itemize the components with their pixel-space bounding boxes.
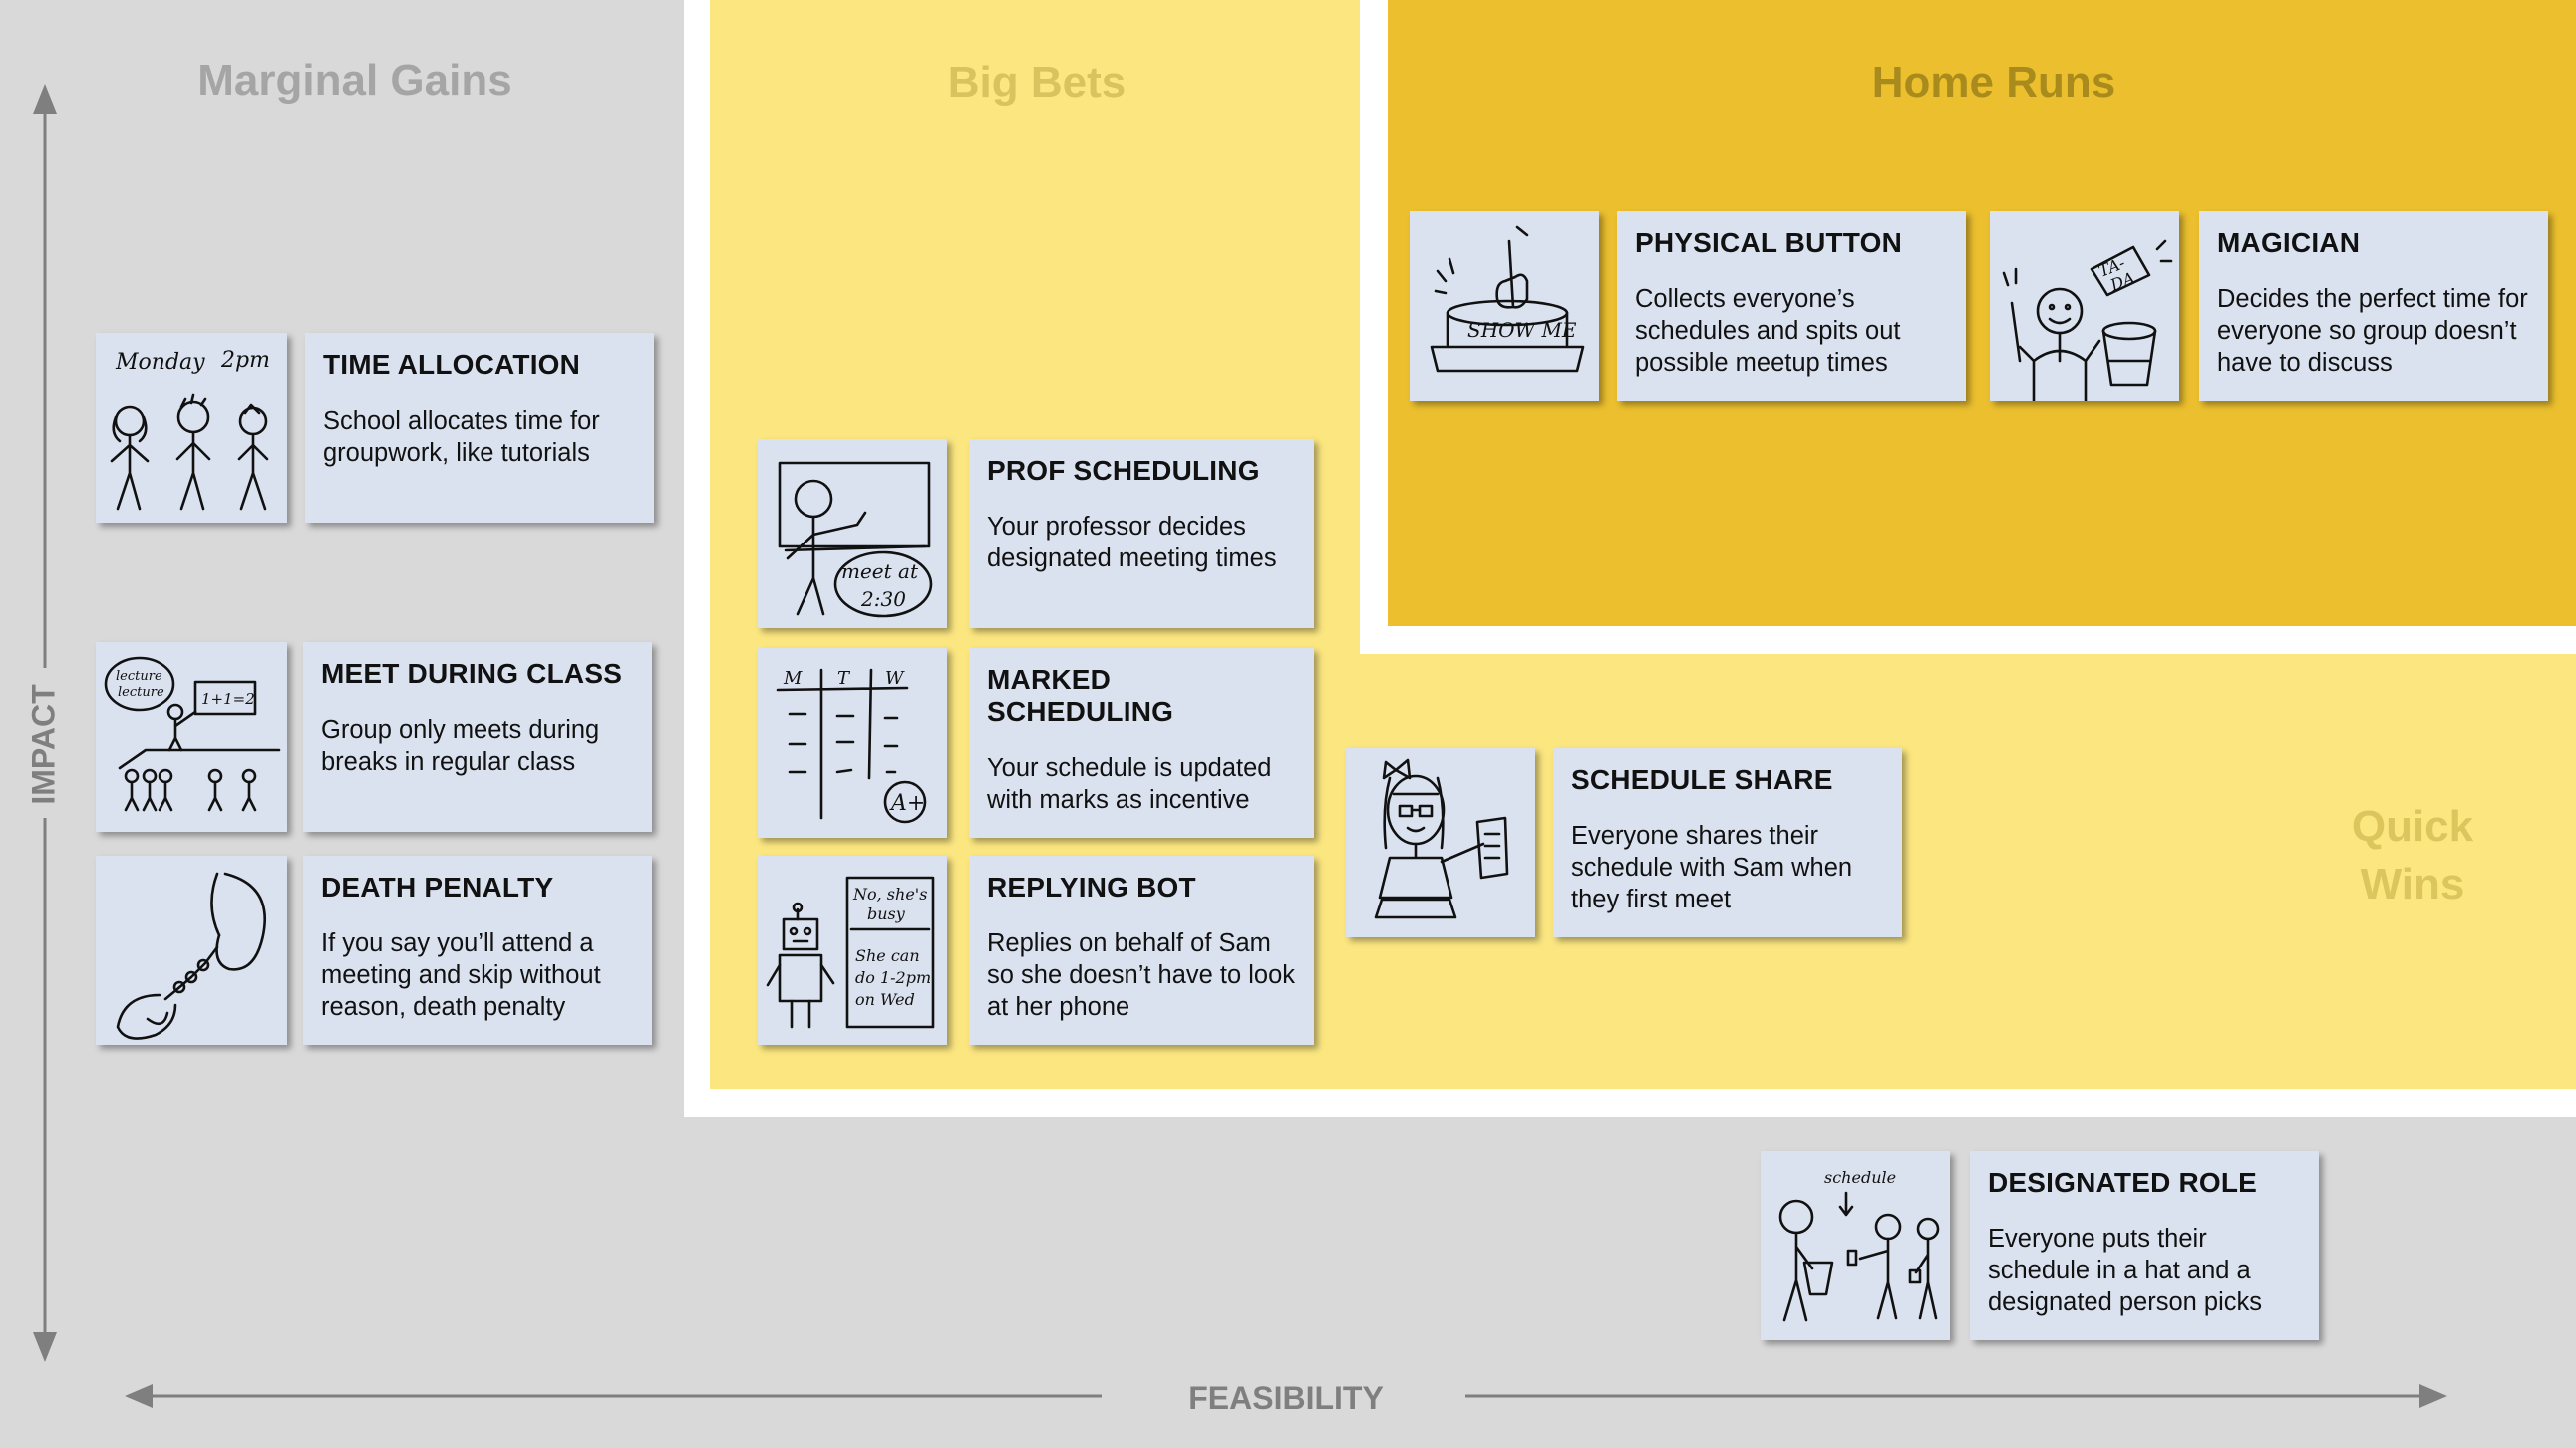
- sketch-text-reply-5: on Wed: [855, 990, 915, 1009]
- feasibility-arrow-right-icon: [2419, 1384, 2447, 1408]
- stick-figures-calendar-icon: Monday 2pm: [110, 348, 270, 511]
- death-penalty-card[interactable]: DEATH PENALTY If you say you’ll attend a…: [303, 856, 652, 1045]
- meet-during-class-sketch-card: lecture lecture 1+1=2: [96, 642, 287, 832]
- death-penalty-sketch-card: [96, 856, 287, 1045]
- replying-bot-title: REPLYING BOT: [987, 872, 1196, 903]
- sketch-text-wednesday-col: W: [885, 668, 905, 689]
- schedule-share-title: SCHEDULE SHARE: [1571, 764, 1833, 795]
- designated-role-sketch-card: schedule: [1761, 1151, 1950, 1340]
- designated-role-card[interactable]: DESIGNATED ROLE Everyone puts their sche…: [1970, 1151, 2319, 1340]
- prof-scheduling-card[interactable]: PROF SCHEDULING Your professor decides d…: [969, 439, 1314, 628]
- sketch-text-schedule: schedule: [1824, 1168, 1896, 1187]
- quick-wins-label: Quick Wins: [2351, 802, 2474, 908]
- sketch-text-lecture-1: lecture: [116, 669, 162, 684]
- impact-arrow-up-icon: [33, 84, 57, 114]
- impact-axis-label: IMPACT: [25, 684, 62, 805]
- meet-during-class-description: Group only meets during breaks in regula…: [321, 716, 600, 776]
- death-penalty-title: DEATH PENALTY: [321, 872, 554, 903]
- schedule-share-card[interactable]: SCHEDULE SHARE Everyone shares their sch…: [1553, 748, 1902, 937]
- designated-role-title: DESIGNATED ROLE: [1988, 1167, 2258, 1198]
- magician-description: Decides the perfect time for everyone so…: [2217, 285, 2528, 377]
- sketch-text-tuesday-col: T: [837, 668, 851, 689]
- hat-draw-icon: schedule: [1778, 1168, 1940, 1322]
- physical-button-description: Collects everyone’s schedules and spits …: [1635, 285, 1901, 377]
- sketch-text-time: 2pm: [220, 348, 270, 373]
- replying-bot-description: Replies on behalf of Sam so she doesn’t …: [987, 929, 1296, 1021]
- physical-button-card[interactable]: PHYSICAL BUTTON Collects everyone’s sche…: [1617, 211, 1966, 401]
- prof-scheduling-title: PROF SCHEDULING: [987, 455, 1260, 486]
- time-allocation-card[interactable]: TIME ALLOCATION School allocates time fo…: [305, 333, 654, 523]
- prof-scheduling-description: Your professor decides designated meetin…: [987, 513, 1277, 572]
- meet-during-class-card[interactable]: MEET DURING CLASS Group only meets durin…: [303, 642, 652, 832]
- sketch-text-reply-2: busy: [867, 905, 906, 923]
- prof-scheduling-sketch-card: meet at 2:30: [758, 439, 947, 628]
- replying-bot-card[interactable]: REPLYING BOT Replies on behalf of Sam so…: [969, 856, 1314, 1045]
- impact-axis: [33, 84, 57, 1362]
- meet-during-class-title: MEET DURING CLASS: [321, 658, 623, 689]
- impact-arrow-down-icon: [33, 1332, 57, 1362]
- sketch-text-meet-time: 2:30: [860, 587, 906, 611]
- robot-message-icon: No, she's busy She can do 1-2pm on Wed: [766, 876, 935, 1029]
- sketch-text-reply-1: No, she's: [852, 885, 927, 904]
- handcuffs-icon: [116, 872, 266, 1040]
- sketch-text-equation: 1+1=2: [201, 690, 255, 708]
- time-allocation-sketch-card: Monday 2pm: [96, 333, 287, 523]
- sketch-text-meet-at: meet at: [841, 559, 919, 583]
- marked-scheduling-card[interactable]: MARKED SCHEDULING Your schedule is updat…: [969, 648, 1314, 838]
- sketch-text-grade: A+: [889, 791, 925, 816]
- girl-with-schedule-icon: [1374, 758, 1509, 919]
- death-penalty-description: If you say you’ll attend a meeting and s…: [321, 929, 601, 1021]
- marked-scheduling-sketch-card: M T W A+: [758, 648, 947, 838]
- sketch-text-reply-3: She can: [855, 946, 920, 965]
- marginal-gains-label: Marginal Gains: [197, 56, 512, 105]
- marked-scheduling-description: Your schedule is updated with marks as i…: [987, 754, 1272, 814]
- magician-card[interactable]: MAGICIAN Decides the perfect time for ev…: [2199, 211, 2548, 401]
- designated-role-description: Everyone puts their schedule in a hat an…: [1988, 1225, 2263, 1316]
- magician-hat-icon: TA- DA: [2002, 239, 2173, 401]
- button-press-icon: SHOW ME: [1430, 225, 1585, 373]
- feasibility-arrow-left-icon: [125, 1384, 153, 1408]
- sketch-text-show-me: SHOW ME: [1467, 318, 1577, 342]
- classroom-lecture-icon: lecture lecture 1+1=2: [104, 656, 281, 812]
- magician-title: MAGICIAN: [2217, 227, 2361, 258]
- sketch-text-reply-4: do 1-2pm: [855, 968, 931, 987]
- sketch-text-lecture-2: lecture: [118, 685, 164, 700]
- home-runs-label: Home Runs: [1871, 58, 2116, 107]
- graded-schedule-icon: M T W A+: [776, 668, 927, 824]
- big-bets-label: Big Bets: [947, 58, 1127, 107]
- sketch-text-monday-col: M: [783, 668, 803, 689]
- professor-board-icon: meet at 2:30: [778, 461, 933, 618]
- time-allocation-title: TIME ALLOCATION: [323, 349, 581, 380]
- feasibility-axis: [125, 1384, 2447, 1408]
- physical-button-sketch-card: SHOW ME: [1410, 211, 1599, 401]
- sketch-text-monday: Monday: [115, 350, 205, 375]
- schedule-share-description: Everyone shares their schedule with Sam …: [1571, 822, 1853, 913]
- physical-button-title: PHYSICAL BUTTON: [1635, 227, 1902, 258]
- magician-sketch-card: TA- DA: [1990, 211, 2179, 401]
- feasibility-axis-label: FEASIBILITY: [1188, 1380, 1384, 1416]
- schedule-share-sketch-card: [1346, 748, 1535, 937]
- marked-scheduling-title: MARKED SCHEDULING: [987, 664, 1174, 727]
- replying-bot-sketch-card: No, she's busy She can do 1-2pm on Wed: [758, 856, 947, 1045]
- time-allocation-description: School allocates time for groupwork, lik…: [323, 407, 600, 467]
